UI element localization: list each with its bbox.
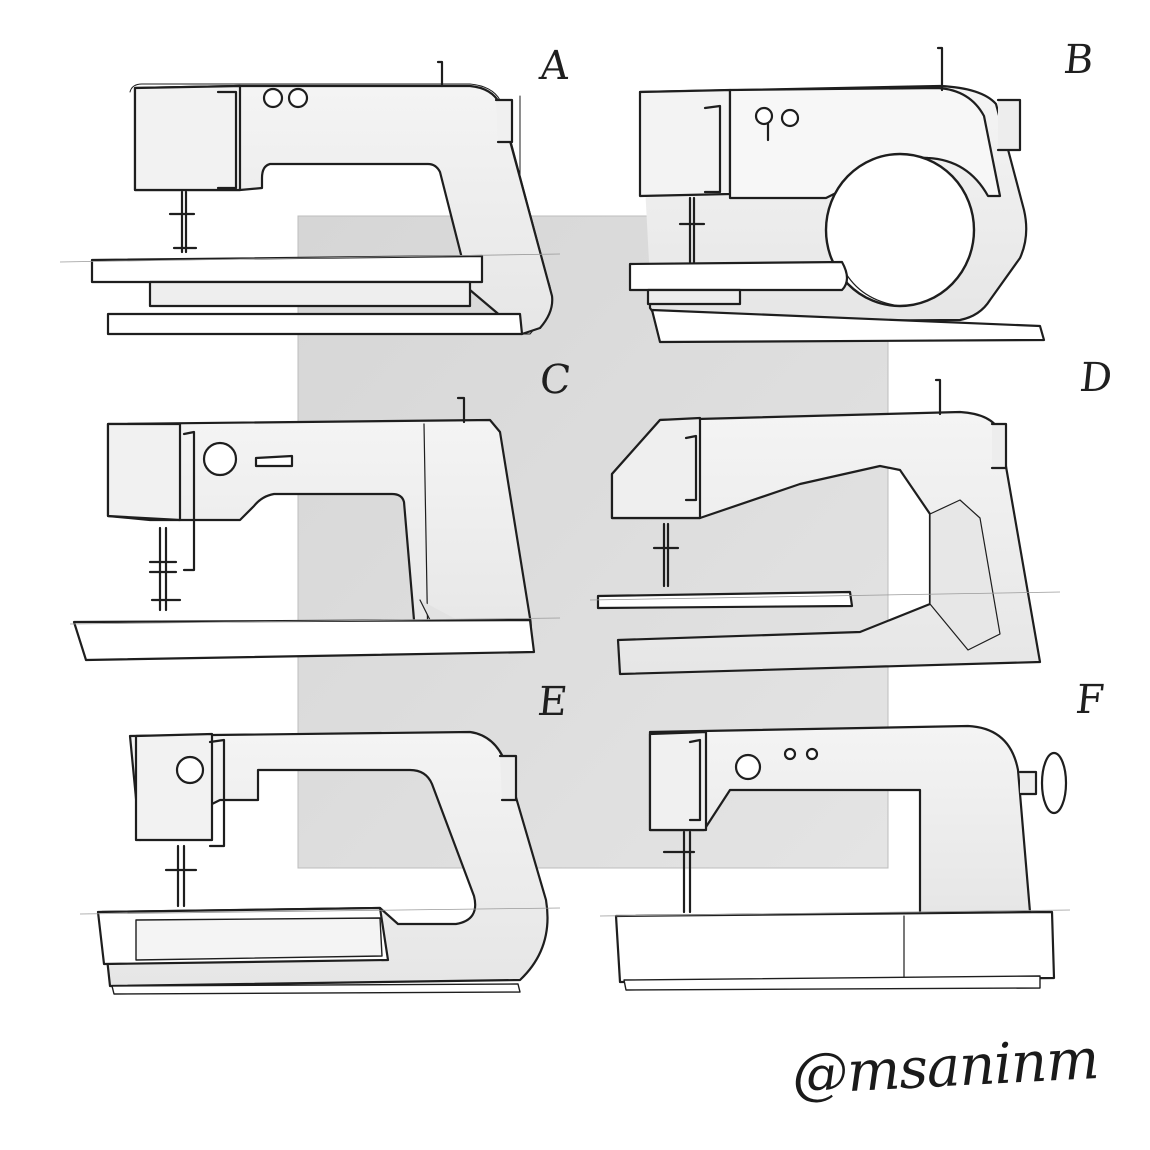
sewing-machine-b (628, 46, 1046, 344)
label-b: B (1061, 37, 1095, 83)
label-d: D (1077, 355, 1114, 401)
sewing-machine-a (90, 60, 554, 336)
artist-signature: @msaninm (790, 1027, 1100, 1108)
label-c: C (537, 357, 573, 403)
sewing-machine-e (96, 730, 549, 995)
label-a: A (537, 43, 571, 89)
sewing-machine-f (614, 724, 1068, 991)
construction-lines (59, 253, 1071, 917)
label-f: F (1073, 677, 1106, 723)
sewing-machine-c (72, 396, 536, 662)
sewing-machine-d (596, 378, 1042, 676)
label-e: E (535, 679, 569, 725)
